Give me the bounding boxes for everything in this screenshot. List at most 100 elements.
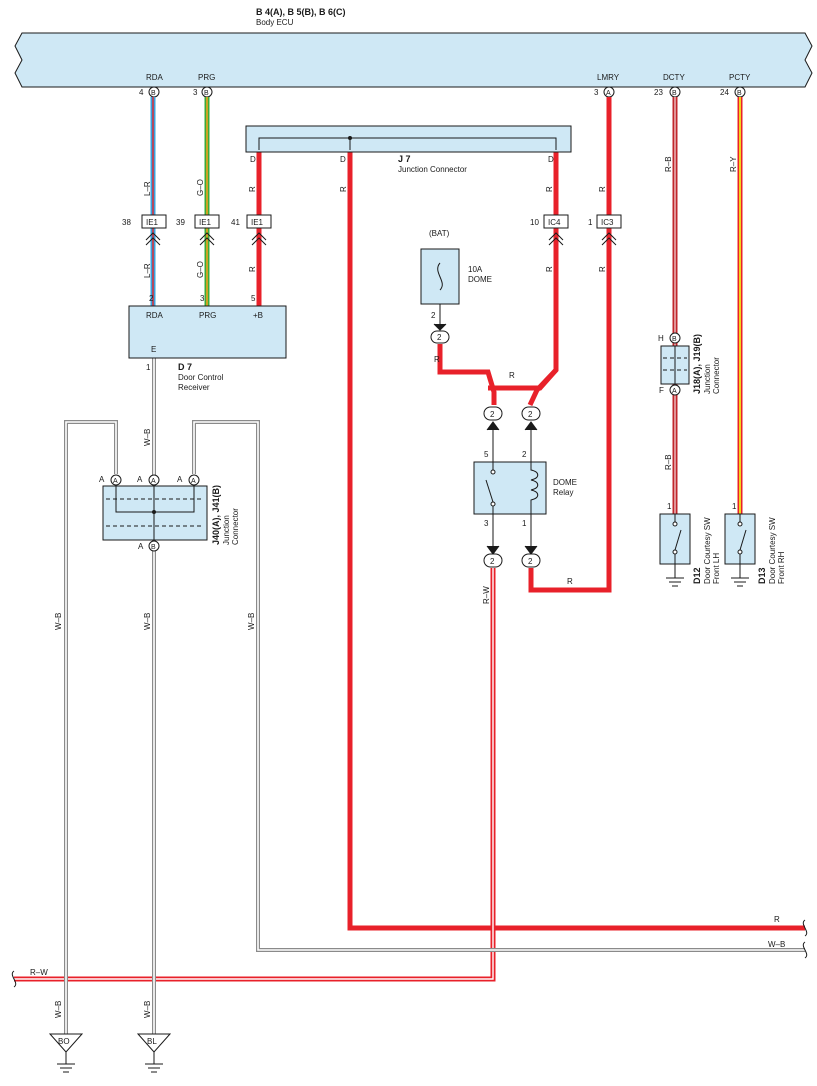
fuse-name: DOME bbox=[468, 275, 492, 284]
wire-label: R bbox=[545, 266, 554, 272]
wire-label: G–O bbox=[196, 179, 205, 196]
wire-label: L–R bbox=[143, 181, 152, 196]
svg-text:A: A bbox=[191, 478, 196, 485]
relay-name-line2: Relay bbox=[553, 488, 573, 497]
ground-bo: BO bbox=[48, 1033, 84, 1073]
wire-label: R bbox=[774, 915, 780, 924]
d13-name-line2: Front RH bbox=[777, 551, 786, 584]
ecu-pin-rda: 4 bbox=[139, 88, 144, 97]
j7-pin: D bbox=[340, 155, 346, 164]
d7-pin: 2 bbox=[149, 294, 154, 303]
j7-pin: D bbox=[250, 155, 256, 164]
ecu-conn-rda: B bbox=[151, 90, 156, 97]
wire-break-icon bbox=[11, 970, 17, 988]
ecu-pin-lmry: 3 bbox=[594, 88, 599, 97]
j7-pin: D bbox=[548, 155, 554, 164]
d7-name-line2: Receiver bbox=[178, 383, 210, 392]
svg-text:1: 1 bbox=[588, 218, 593, 227]
d12-name-line2: Front LH bbox=[712, 553, 721, 584]
ground-bo-label: BO bbox=[58, 1037, 70, 1046]
body-ecu-connectors: B 4(A), B 5(B), B 6(C) bbox=[256, 7, 346, 17]
wire-label: R bbox=[598, 186, 607, 192]
ground-bl: BL bbox=[136, 1033, 172, 1073]
relay-connector-bottom: 2 2 bbox=[483, 545, 541, 568]
wire-label: W–B bbox=[143, 429, 152, 446]
ground-bl-label: BL bbox=[147, 1037, 157, 1046]
fuse-connector-pin: 2 bbox=[437, 333, 442, 342]
d12-id: D12 bbox=[692, 567, 702, 584]
ecu-pin-dcty: 23 bbox=[654, 88, 663, 97]
d7-terminal: PRG bbox=[199, 311, 216, 320]
fuse-rating: 10A bbox=[468, 265, 483, 274]
fuse-bat-label: (BAT) bbox=[429, 229, 450, 238]
j18-pin-f: F bbox=[659, 386, 664, 395]
j7-name: Junction Connector bbox=[398, 165, 467, 174]
wire-break-icon bbox=[802, 941, 808, 959]
wire-label: R–W bbox=[30, 968, 48, 977]
svg-text:10: 10 bbox=[530, 218, 539, 227]
svg-text:38: 38 bbox=[122, 218, 131, 227]
inline-connector-ie1-38: IE1 38 bbox=[122, 214, 167, 246]
j18-name-line1: Junction bbox=[703, 364, 712, 394]
svg-text:A: A bbox=[99, 475, 105, 484]
fuse-icon bbox=[437, 262, 443, 291]
svg-text:2: 2 bbox=[528, 410, 533, 419]
svg-text:IE1: IE1 bbox=[251, 218, 264, 227]
d7-door-control-receiver bbox=[128, 305, 287, 359]
j18-pin-top bbox=[669, 332, 681, 344]
d12-switch-icon bbox=[666, 514, 684, 587]
d12-name-line1: Door Courtesy SW bbox=[703, 517, 712, 584]
j18-pin-bottom bbox=[669, 384, 681, 396]
ecu-terminal-lmry: LMRY bbox=[597, 73, 620, 82]
inline-connector-ic3-1: IC3 1 bbox=[588, 214, 622, 246]
svg-text:A: A bbox=[177, 475, 183, 484]
wire-label: G–O bbox=[196, 261, 205, 278]
svg-text:IC3: IC3 bbox=[601, 218, 614, 227]
d7-terminal: E bbox=[151, 345, 156, 354]
j18-conn-a: A bbox=[672, 388, 677, 395]
j40-id: J40(A), J41(B) bbox=[211, 485, 221, 545]
svg-text:A: A bbox=[137, 475, 143, 484]
svg-text:IE1: IE1 bbox=[199, 218, 212, 227]
wire-label: R bbox=[339, 186, 348, 192]
d7-id: D 7 bbox=[178, 362, 192, 372]
relay-connector-top: 2 2 bbox=[483, 406, 541, 431]
ecu-conn-prg: B bbox=[204, 90, 209, 97]
fuse-pin: 2 bbox=[431, 311, 436, 320]
ecu-terminal-dcty: DCTY bbox=[663, 73, 685, 82]
wire-label: R bbox=[545, 186, 554, 192]
fuse-connector bbox=[430, 330, 450, 344]
relay-pin: 3 bbox=[484, 519, 489, 528]
wire-label: W–B bbox=[143, 613, 152, 630]
wire-label: R bbox=[248, 266, 257, 272]
j40-name-line1: Junction bbox=[222, 515, 231, 545]
body-ecu-block bbox=[14, 32, 813, 88]
wire-label: R–B bbox=[664, 454, 673, 470]
wire-label: R bbox=[434, 355, 440, 364]
wire-r-lmry bbox=[528, 97, 612, 593]
ecu-terminal-prg: PRG bbox=[198, 73, 215, 82]
j18-id: J18(A), J19(B) bbox=[692, 334, 702, 394]
ecu-conn-dcty: B bbox=[672, 90, 677, 97]
svg-text:39: 39 bbox=[176, 218, 185, 227]
ecu-terminal-pcty: PCTY bbox=[729, 73, 751, 82]
svg-text:A: A bbox=[138, 542, 144, 551]
wire-label: R–B bbox=[664, 156, 673, 172]
svg-text:A: A bbox=[113, 478, 118, 485]
svg-text:IC4: IC4 bbox=[548, 218, 561, 227]
wire-r-bottom bbox=[347, 150, 805, 931]
inline-connector-ic4-10: IC4 10 bbox=[530, 214, 569, 246]
d7-pin: 5 bbox=[251, 294, 256, 303]
j18-pin-h: H bbox=[658, 334, 664, 343]
wire-r-bridge bbox=[488, 368, 558, 391]
relay-coil-icon bbox=[530, 462, 539, 514]
j40-pins: A A A A A A A B bbox=[99, 474, 200, 552]
svg-text:B: B bbox=[151, 544, 156, 551]
wire-label: R bbox=[248, 186, 257, 192]
d13-switch-icon bbox=[731, 514, 749, 587]
wire-label: R bbox=[509, 371, 515, 380]
wire-wb bbox=[64, 357, 805, 1034]
d7-pin: 3 bbox=[200, 294, 205, 303]
relay-pin: 1 bbox=[522, 519, 527, 528]
